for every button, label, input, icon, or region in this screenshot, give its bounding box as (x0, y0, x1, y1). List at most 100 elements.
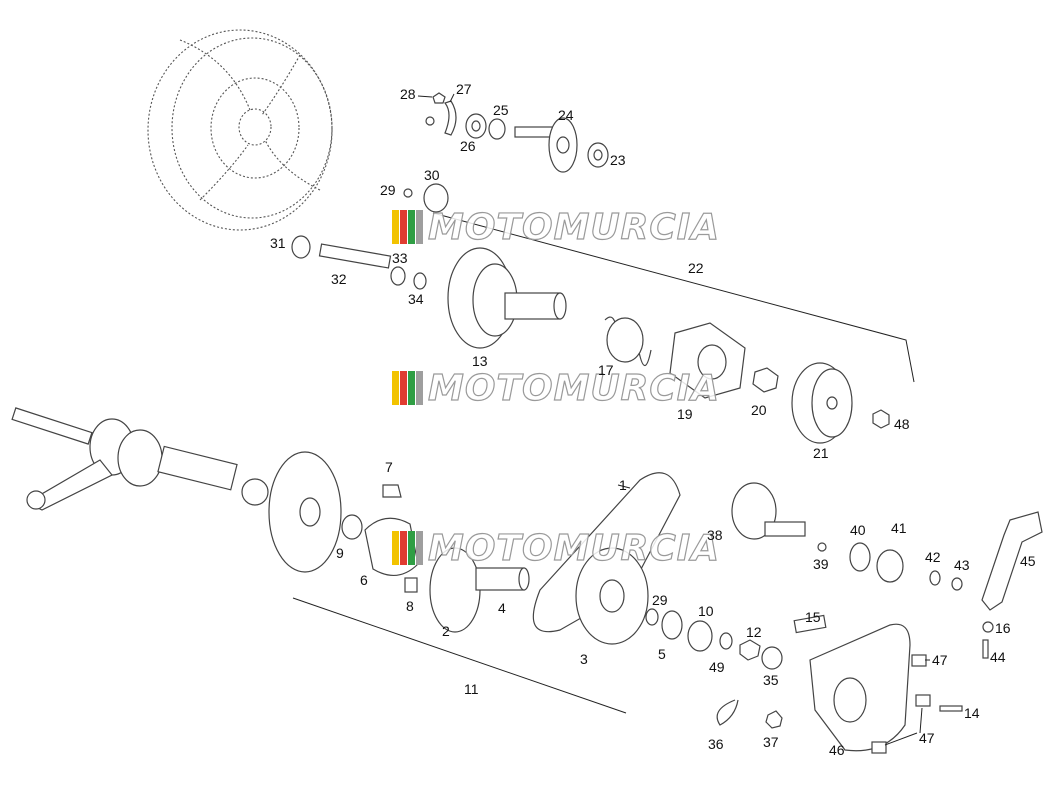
callout-37: 37 (763, 734, 779, 750)
callout-34: 34 (408, 291, 424, 307)
callout-14: 14 (964, 705, 980, 721)
callout-17: 17 (598, 362, 614, 378)
watermark-flag (392, 531, 424, 565)
watermark: MOTOMURCIA (392, 367, 721, 409)
callout-22: 22 (688, 260, 704, 276)
callout-8: 8 (406, 598, 414, 614)
callout-15: 15 (805, 609, 821, 625)
flag-stripe-yellow (392, 210, 399, 244)
callout-19: 19 (677, 406, 693, 422)
callout-30: 30 (424, 167, 440, 183)
leader-11 (292, 597, 627, 714)
callout-10: 10 (698, 603, 714, 619)
callout-1: 1 (619, 477, 627, 493)
kick-lever (981, 511, 1043, 611)
callout-6: 6 (360, 572, 368, 588)
callout-46: 46 (829, 742, 845, 758)
callout-16: 16 (995, 620, 1011, 636)
callout-23: 23 (610, 152, 626, 168)
clutch-bell (447, 247, 567, 349)
flag-stripe-green (408, 371, 415, 405)
callout-48: 48 (894, 416, 910, 432)
callout-47-lower: 47 (919, 730, 935, 746)
nut-48 (872, 409, 890, 429)
gear-shaft-group (425, 92, 609, 173)
watermark: MOTOMURCIA (392, 206, 721, 248)
callout-42: 42 (925, 549, 941, 565)
clutch-spring (604, 316, 652, 367)
flag-stripe-red (400, 531, 407, 565)
callout-20: 20 (751, 402, 767, 418)
centrifugal-clutch (669, 322, 746, 399)
watermark-flag (392, 371, 424, 405)
washer-16 (982, 621, 994, 633)
fixed-pulley-half (268, 451, 363, 573)
dowel-47a (911, 654, 927, 667)
callout-11: 11 (464, 681, 479, 697)
callout-41: 41 (891, 520, 907, 536)
flag-stripe-green (408, 531, 415, 565)
flag-stripe-grey (416, 210, 423, 244)
callout-12: 12 (746, 624, 762, 640)
watermark-flag (392, 210, 424, 244)
callout-43: 43 (954, 557, 970, 573)
callout-25: 25 (493, 102, 509, 118)
callout-26: 26 (460, 138, 476, 154)
callout-2: 2 (442, 623, 450, 639)
callout-7: 7 (385, 459, 393, 475)
flag-stripe-grey (416, 531, 423, 565)
clutch-drum (791, 362, 853, 444)
flag-stripe-yellow (392, 531, 399, 565)
callout-29-top: 29 (380, 182, 396, 198)
intermediate-shaft-group (291, 183, 449, 290)
callout-35: 35 (763, 672, 779, 688)
callout-21: 21 (813, 445, 829, 461)
flag-stripe-yellow (392, 371, 399, 405)
kick-spring-group (849, 542, 963, 591)
callout-47-upper: 47 (932, 652, 948, 668)
clip-36 (716, 699, 739, 726)
flag-stripe-green (408, 210, 415, 244)
starter-small-parts (645, 608, 783, 670)
callout-45: 45 (1020, 553, 1036, 569)
callout-33: 33 (392, 250, 408, 266)
callout-49: 49 (709, 659, 725, 675)
bolt-14 (939, 705, 963, 712)
bolt-44 (982, 639, 989, 659)
callout-13: 13 (472, 353, 488, 369)
watermark: MOTOMURCIA (392, 527, 721, 569)
callout-44: 44 (990, 649, 1006, 665)
callout-4: 4 (498, 600, 506, 616)
flag-stripe-red (400, 371, 407, 405)
rear-wheel (147, 29, 333, 231)
crankshaft (11, 407, 269, 511)
callout-31: 31 (270, 235, 286, 251)
callout-40: 40 (850, 522, 866, 538)
watermark-text: MOTOMURCIA (427, 527, 721, 569)
kick-starter-gear (731, 482, 827, 552)
watermark-text: MOTOMURCIA (427, 206, 721, 248)
dowel-47b (915, 694, 931, 707)
callout-38: 38 (707, 527, 723, 543)
flag-stripe-grey (416, 371, 423, 405)
nut-37 (765, 710, 783, 729)
callout-5: 5 (658, 646, 666, 662)
callout-3: 3 (580, 651, 588, 667)
callout-24: 24 (558, 107, 574, 123)
callout-39: 39 (813, 556, 829, 572)
callout-36: 36 (708, 736, 724, 752)
callout-27: 27 (456, 81, 472, 97)
nut-20 (752, 367, 779, 393)
fan-pulley (575, 547, 649, 645)
strip-15 (793, 614, 827, 634)
dowel-47c (871, 741, 887, 754)
watermark-text: MOTOMURCIA (427, 367, 721, 409)
leader-22 (432, 212, 915, 383)
flag-stripe-red (400, 210, 407, 244)
callout-28: 28 (400, 86, 416, 102)
callout-9: 9 (336, 545, 344, 561)
callout-32: 32 (331, 271, 347, 287)
callout-29-bottom: 29 (652, 592, 668, 608)
